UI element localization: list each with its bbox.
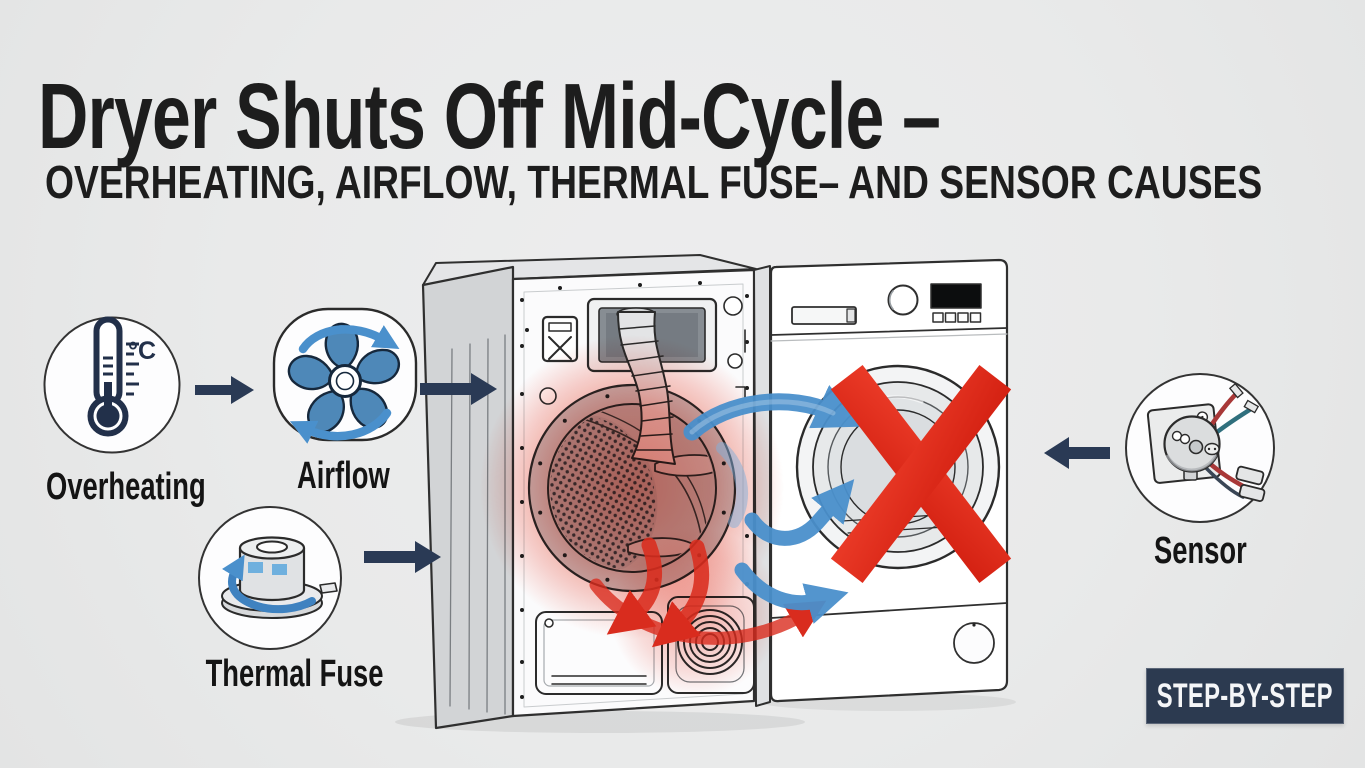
arrow-sensor-to-dryer [1044, 437, 1110, 469]
arrow-overheating-to-airflow [195, 376, 254, 404]
fan-icon [287, 322, 401, 434]
arrow-fuse-to-dryer [364, 541, 441, 573]
dryer-front-illustration [753, 258, 1009, 707]
fuse-rotate-arrow [222, 554, 316, 614]
celsius-label: °C [128, 337, 156, 365]
arrow-airflow-to-dryer [420, 373, 497, 405]
heat-flow-arrows [589, 537, 827, 648]
page-subtitle: OVERHEATING, AIRFLOW, THERMAL FUSE– AND … [45, 159, 1365, 205]
overheating-icon: °C [43, 316, 181, 454]
label-sensor-text: Sensor [1153, 530, 1247, 572]
fan-swirl-arrows [289, 325, 400, 444]
display-screen [930, 283, 982, 309]
wire-terminal [1243, 399, 1260, 414]
sensor-icon [1125, 373, 1275, 523]
red-x-mark [830, 365, 1012, 583]
panel-buttons [932, 312, 982, 323]
control-panel-seam-shadow [770, 333, 1008, 342]
fuse-window [248, 562, 263, 573]
thermal-fuse-icon [198, 506, 342, 650]
label-thermal-fuse-text: Thermal Fuse [205, 653, 384, 695]
cause-flow-arrows [195, 373, 1110, 573]
label-airflow-text: Airflow [296, 455, 390, 497]
label-sensor: Sensor [1120, 532, 1280, 570]
control-panel-seam [770, 327, 1008, 336]
label-airflow: Airflow [263, 457, 423, 495]
program-knob [887, 284, 919, 316]
step-by-step-badge-text: STEP-BY-STEP [1156, 676, 1334, 715]
page-title: Dryer Shuts Off Mid-Cycle – [38, 70, 1241, 163]
step-by-step-badge: STEP-BY-STEP [1146, 668, 1344, 724]
airflow-icon [272, 307, 418, 444]
airflow-arrows [683, 384, 863, 624]
label-overheating: Overheating [15, 468, 215, 506]
wire-connector [1235, 465, 1265, 486]
page-title-text: Dryer Shuts Off Mid-Cycle – [38, 64, 941, 168]
dispenser-drawer [791, 306, 857, 325]
thermometer-icon: °C [87, 316, 156, 437]
fuse-window [272, 564, 287, 575]
label-overheating-text: Overheating [46, 466, 206, 508]
sensor-body [1163, 415, 1221, 473]
pump-filter [953, 622, 995, 664]
wire-connector [1238, 484, 1266, 502]
page-subtitle-text: OVERHEATING, AIRFLOW, THERMAL FUSE– AND … [45, 156, 1263, 208]
label-thermal-fuse: Thermal Fuse [171, 655, 384, 693]
wire-terminal [1228, 382, 1244, 399]
